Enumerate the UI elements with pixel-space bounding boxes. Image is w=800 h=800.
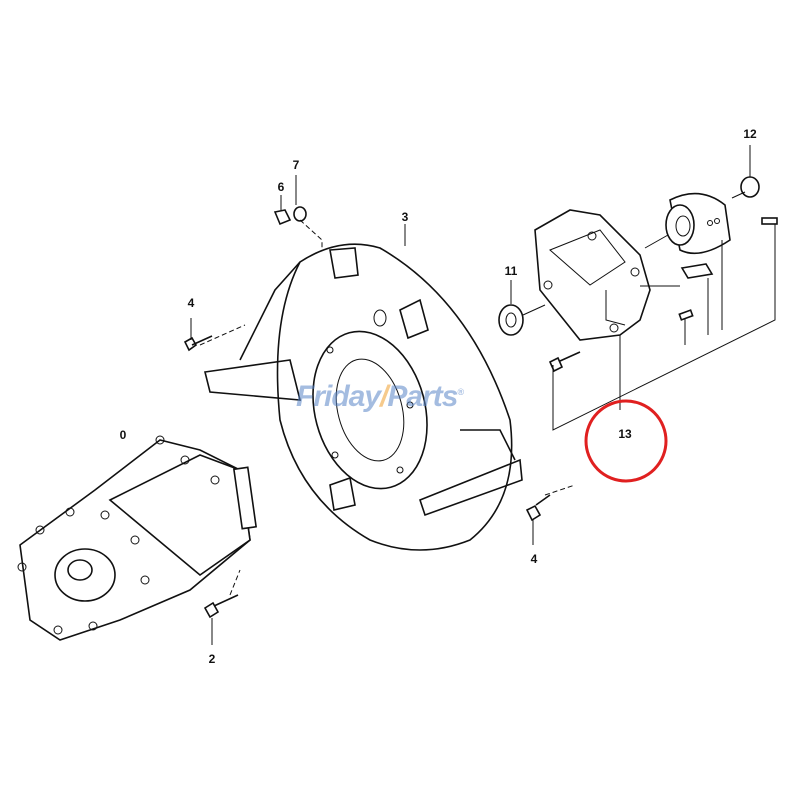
- callout-label: 2: [208, 652, 216, 666]
- ring-12: [731, 145, 760, 199]
- nut-6: [273, 195, 292, 226]
- seal-11: [498, 280, 546, 336]
- flywheel-housing: [204, 243, 523, 551]
- bolt-4-lower: [525, 484, 576, 545]
- callout-label: 6: [277, 180, 285, 194]
- callout-label: 0: [119, 428, 127, 442]
- watermark-text: Friday: [296, 380, 381, 413]
- hub: [644, 192, 731, 255]
- callout-label: 12: [743, 127, 757, 141]
- callout-label: 4: [187, 296, 195, 310]
- pins-and-bolts: [548, 217, 778, 373]
- watermark-text: Parts: [387, 380, 458, 413]
- bolt-2: [203, 569, 241, 645]
- callout-label: 7: [292, 158, 300, 172]
- hydraulic-pump: [17, 435, 258, 641]
- watermark-mark: ®: [457, 387, 464, 397]
- callout-label: 4: [530, 552, 538, 566]
- bolt-4-upper: [183, 318, 246, 352]
- callout-label: 3: [401, 210, 409, 224]
- callout-label: 11: [504, 264, 518, 278]
- highlight-circle: [584, 399, 668, 483]
- washer-7: [293, 175, 323, 250]
- callout-13-bracket: [552, 224, 776, 431]
- watermark-logo: Friday/Parts®: [296, 380, 464, 413]
- callout-label-highlighted: 13: [618, 427, 632, 441]
- coupling: [534, 209, 651, 341]
